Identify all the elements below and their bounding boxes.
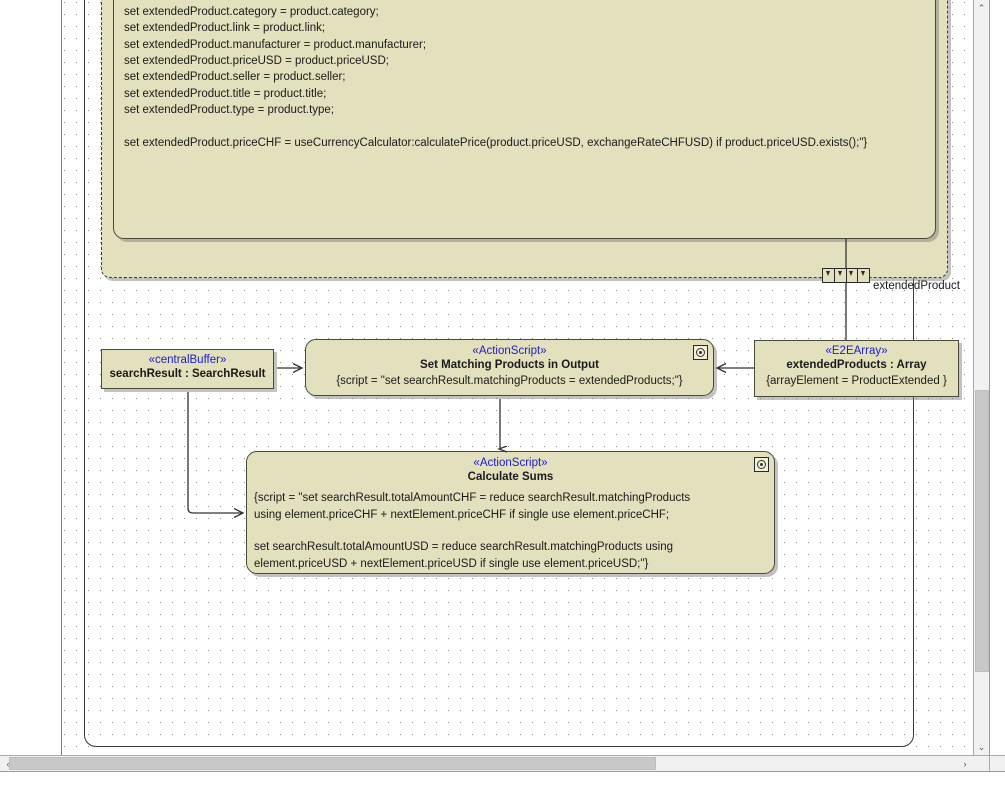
node-extended-products-array[interactable]: «E2EArray» extendedProducts : Array {arr… <box>754 340 959 397</box>
node-calculate-chf-prices[interactable]: «ActionScript» Calculate CHF Prices {scr… <box>113 0 936 239</box>
node-calculate-sums[interactable]: «ActionScript» Calculate Sums {script = … <box>246 451 775 574</box>
node-stereotype: «ActionScript» <box>473 457 548 469</box>
horizontal-scrollbar-thumb[interactable] <box>9 757 656 770</box>
scroll-up-arrow-icon[interactable]: ⌃ <box>974 0 989 16</box>
node-body-script: {script = "set searchResult.matchingProd… <box>336 375 683 388</box>
node-search-result-buffer[interactable]: «centralBuffer» searchResult : SearchRes… <box>101 349 274 389</box>
rake-icon[interactable] <box>754 457 769 472</box>
node-title: extendedProducts : Array <box>786 359 927 372</box>
node-body-constraint: {arrayElement = ProductExtended } <box>766 375 947 388</box>
bottom-status-strip <box>0 771 1005 786</box>
node-stereotype: «centralBuffer» <box>148 354 227 366</box>
rake-icon[interactable] <box>693 345 708 360</box>
scroll-right-arrow-icon[interactable]: › <box>957 756 973 771</box>
node-body-script: {script = "set searchResult.totalAmountC… <box>254 492 691 570</box>
vertical-scrollbar-thumb[interactable] <box>975 390 989 672</box>
diagram-canvas[interactable]: «ActionScript» Calculate CHF Prices {scr… <box>0 0 990 755</box>
expansion-pin-cell <box>847 269 859 282</box>
node-body-script: {script = "create extendedProduct; set e… <box>124 5 868 149</box>
canvas-left-gutter <box>0 0 62 755</box>
vertical-scrollbar[interactable]: ⌃ ⌄ <box>973 0 989 755</box>
expansion-node-pin[interactable] <box>822 268 870 283</box>
horizontal-scrollbar[interactable]: ‹ › <box>0 755 989 771</box>
node-set-matching-products[interactable]: «ActionScript» Set Matching Products in … <box>305 339 714 396</box>
expansion-pin-cell <box>823 269 835 282</box>
expansion-pin-cell <box>858 269 869 282</box>
node-title: searchResult : SearchResult <box>109 368 266 381</box>
expansion-pin-cell <box>835 269 847 282</box>
node-title: Calculate Sums <box>467 471 554 484</box>
expansion-node-label: extendedProduct <box>873 280 960 292</box>
node-title: Set Matching Products in Output <box>420 359 599 372</box>
scroll-down-arrow-icon[interactable]: ⌄ <box>974 739 989 755</box>
node-stereotype: «ActionScript» <box>472 345 547 357</box>
scrollbar-corner <box>989 755 1005 771</box>
node-stereotype: «E2EArray» <box>825 345 888 357</box>
